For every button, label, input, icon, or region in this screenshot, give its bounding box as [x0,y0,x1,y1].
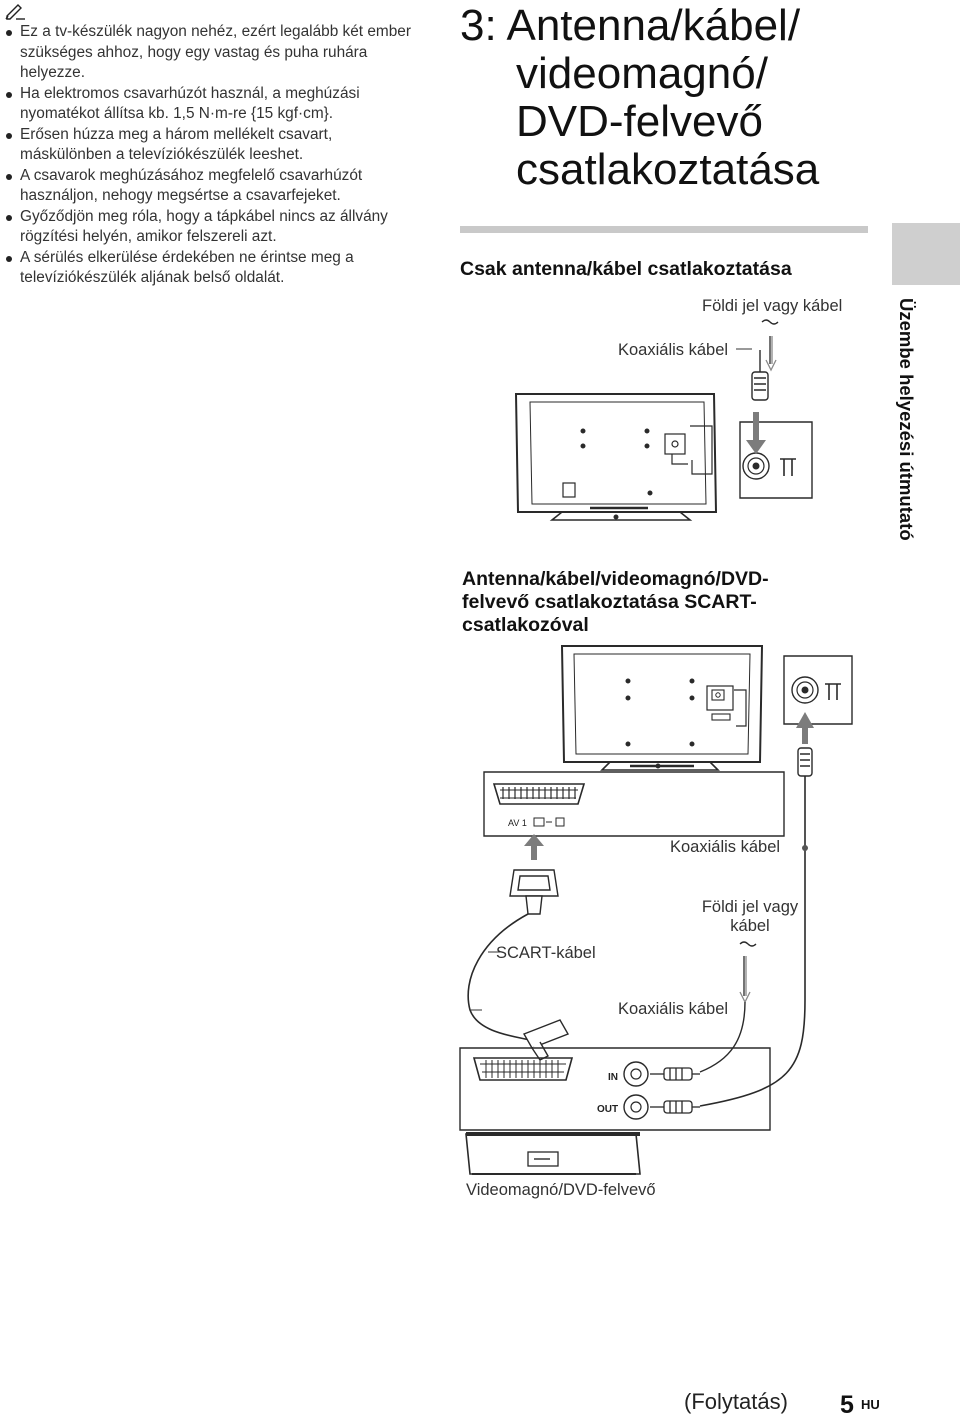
wall-antenna-socket-2 [783,655,853,725]
title-rule [460,226,868,233]
wall-antenna-socket-1 [739,421,813,499]
connect-arrow-2 [796,712,814,744]
vcr-back-panel [459,1047,771,1131]
connect-arrow-1 [746,412,766,454]
side-tab-label: Üzembe helyezési útmutató [896,298,917,541]
note-item: A sérülés elkerülése érdekében ne érints… [4,248,424,289]
scart-plug-top [509,869,559,915]
coax-plug-1 [751,350,769,401]
scart-symbol-icon [533,817,565,827]
coax-cable-main [699,776,806,1107]
notes-list: Ez a tv-készülék nagyon nehéz, ezért leg… [4,22,424,289]
title-line-4: csatlakoztatása [516,145,820,194]
page-title: 3: Antenna/kábel/ videomagnó/ DVD-felvev… [460,2,880,194]
coax-plug-out [650,1100,700,1114]
tv-rear-diagram-2 [560,645,764,771]
title-line-2: videomagnó/ [516,49,768,98]
title-line-3: DVD-felvevő [516,97,763,146]
page-number: 5 [840,1391,854,1419]
label-ground-signal-1: Földi jel vagy kábel [702,297,843,315]
scart-socket-panel [483,771,785,837]
vcr-device [465,1132,641,1175]
in-port-label: IN [608,1072,618,1083]
label-coax-cable-top: Koaxiális kábel [670,838,781,856]
coax-plug-2 [797,747,813,777]
section-heading-scart: Antenna/kábel/videomagnó/DVD-felvevő csa… [462,568,769,636]
out-port-label: OUT [597,1104,618,1115]
connect-arrow-scart [524,834,544,860]
coax-plug-in [650,1067,700,1081]
scart-cable [467,913,531,1041]
title-line-1: 3: Antenna/kábel/ [460,1,801,50]
note-item: Győződjön meg róla, hogy a tápkábel ninc… [4,207,424,248]
section-heading-antenna: Csak antenna/kábel csatlakoztatása [460,258,792,280]
continued-label: (Folytatás) [684,1389,788,1414]
scart-plug-bottom [522,1019,570,1061]
scart-pin-ticks [502,787,576,799]
page-language: HU [861,1397,880,1412]
pencil-note-icon [5,4,25,20]
tv-rear-diagram-1 [514,393,718,521]
label-coax-cable-bottom: Koaxiális kábel [618,1000,729,1018]
note-item: Ez a tv-készülék nagyon nehéz, ezért leg… [4,22,424,84]
note-item: Ha elektromos csavarhúzót használ, a meg… [4,84,424,125]
note-item: Erősen húzza meg a három mellékelt csava… [4,125,424,166]
av1-label: AV 1 [508,818,527,828]
label-coax-cable-1: Koaxiális kábel [618,341,729,359]
section-tab-marker [892,223,960,285]
label-device: Videomagnó/DVD-felvevő [466,1181,656,1199]
note-item: A csavarok meghúzásához megfelelő csavar… [4,166,424,207]
label-scart-cable: SCART-kábel [496,944,596,962]
label-ground-signal-2: Földi jel vagy kábel [701,898,799,935]
ground-signal-indicator-2 [739,941,757,1004]
ground-signal-indicator-1 [761,319,779,372]
